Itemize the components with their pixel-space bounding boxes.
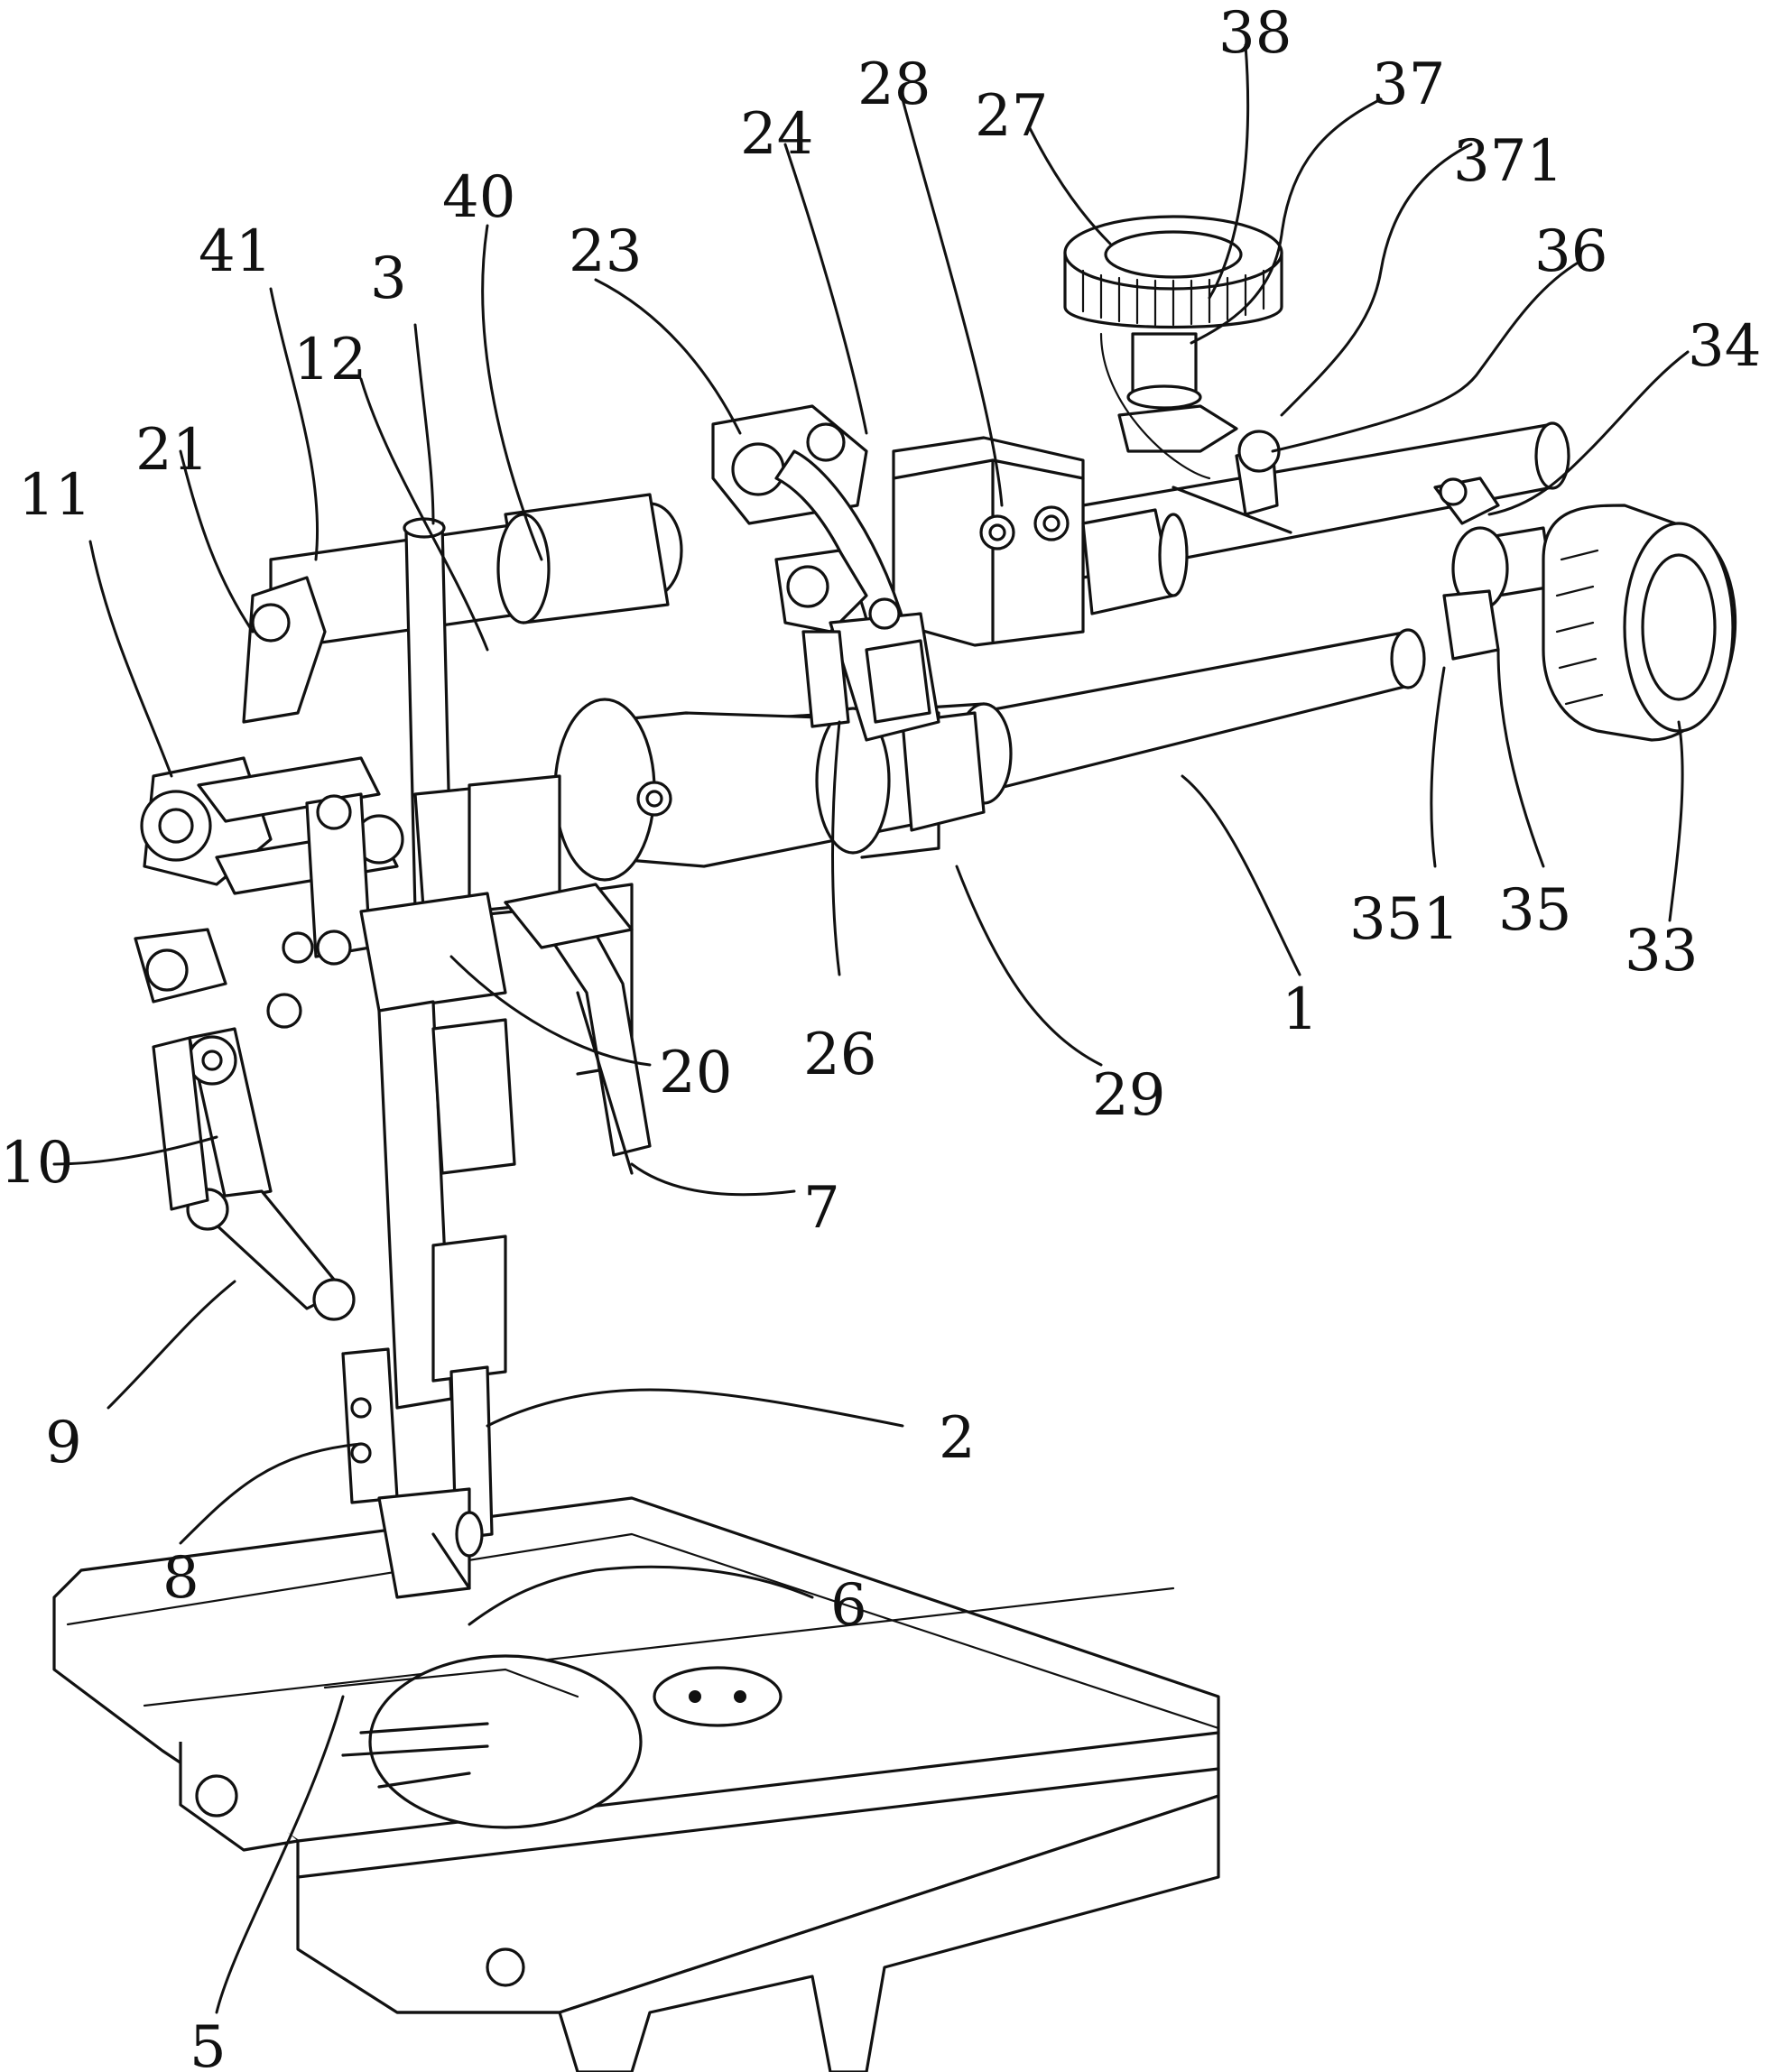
label-20: 20 <box>659 1040 732 1106</box>
label-28: 28 <box>857 51 931 118</box>
label-371: 371 <box>1453 128 1563 195</box>
label-351: 351 <box>1349 886 1459 953</box>
upper-shaft <box>269 421 1570 652</box>
label-3: 3 <box>370 245 407 312</box>
label-1: 1 <box>1282 976 1319 1043</box>
label-9: 9 <box>45 1410 82 1476</box>
label-8: 8 <box>162 1545 199 1612</box>
label-21: 21 <box>135 417 208 484</box>
label-38: 38 <box>1218 0 1292 67</box>
guide-block-28 <box>892 436 1189 647</box>
label-12: 12 <box>293 327 366 393</box>
label-41: 41 <box>199 218 272 285</box>
label-5: 5 <box>190 2014 227 2072</box>
label-6: 6 <box>830 1572 867 1639</box>
leader-lines <box>52 43 1690 2014</box>
adjust-knob-33 <box>1433 476 1737 742</box>
linkage-23-24-26 <box>711 404 940 742</box>
label-29: 29 <box>1092 1062 1165 1129</box>
left-linkage <box>134 576 404 1321</box>
label-10: 10 <box>0 1130 73 1197</box>
label-11: 11 <box>18 462 91 529</box>
tension-dial-38 <box>1063 215 1292 534</box>
label-36: 36 <box>1534 218 1607 285</box>
label-34: 34 <box>1688 313 1761 380</box>
label-7: 7 <box>803 1175 840 1242</box>
cylinder-assembly-29 <box>553 698 986 882</box>
label-40: 40 <box>442 164 515 231</box>
label-2: 2 <box>939 1405 976 1472</box>
label-26: 26 <box>803 1022 876 1088</box>
bed-plate <box>52 1496 1220 2072</box>
label-37: 37 <box>1372 51 1445 118</box>
needle-frame <box>341 517 652 1599</box>
label-24: 24 <box>740 101 813 168</box>
label-35: 35 <box>1498 877 1571 944</box>
label-23: 23 <box>569 218 642 285</box>
label-27: 27 <box>975 83 1048 150</box>
label-33: 33 <box>1625 918 1698 985</box>
